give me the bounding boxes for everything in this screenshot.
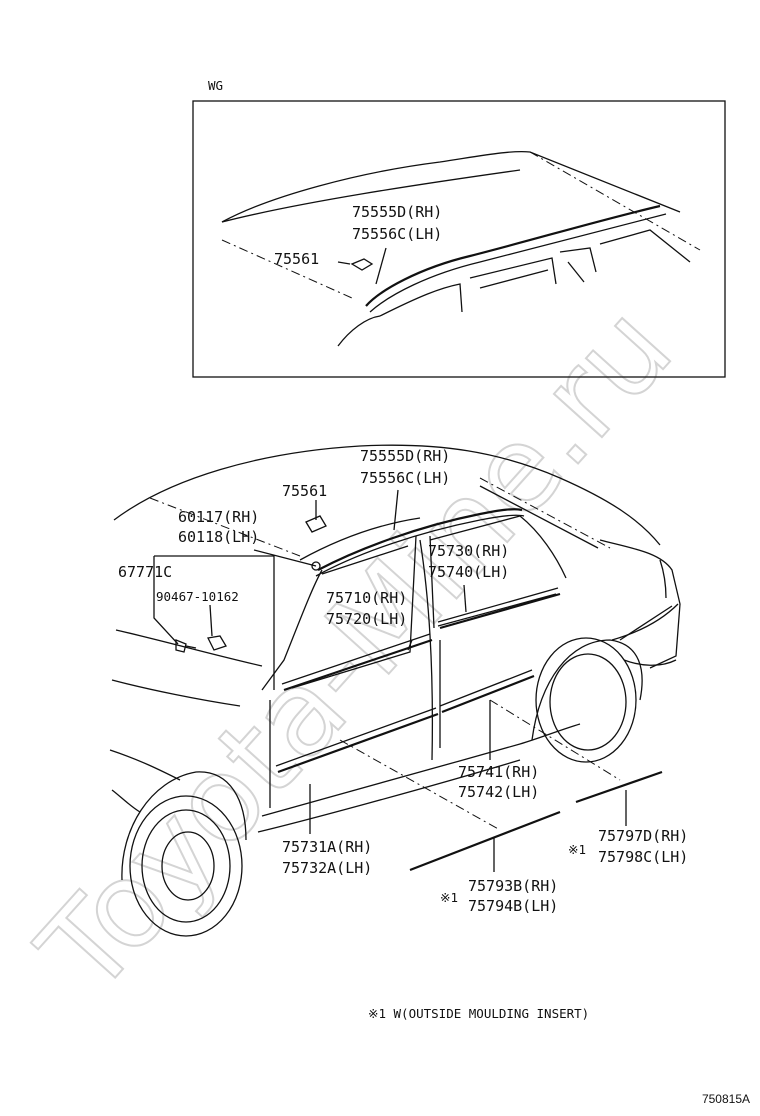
roof-moulding xyxy=(317,508,523,571)
rear-side-moulding xyxy=(441,674,535,714)
insert-front-rh-label: 75793B(RH) xyxy=(468,877,558,895)
part-labels: 75555D(RH) 75556C(LH) 75561 60117(RH) 60… xyxy=(118,447,688,915)
inset-clip-part xyxy=(350,258,374,271)
inset-roof-lh-label: 75556C(LH) xyxy=(352,225,442,243)
front-belt-rh-label: 75710(RH) xyxy=(326,589,407,607)
part-90467-label: 90467-10162 xyxy=(156,589,239,604)
mouldings xyxy=(275,508,663,872)
roof-lh-label: 75556C(LH) xyxy=(360,469,450,487)
figure-id: 750815A xyxy=(701,1092,750,1106)
pillar-rh-label: 60117(RH) xyxy=(178,508,259,526)
insert-front-note-marker: ※1 xyxy=(440,890,458,905)
clip-90467-part xyxy=(207,635,227,651)
rear-side-rh-label: 75741(RH) xyxy=(458,763,539,781)
insert-front-lh-label: 75794B(LH) xyxy=(468,897,558,915)
screw-67771c-part xyxy=(175,639,197,653)
watermark: Toyota-Mine.ru xyxy=(13,280,699,1020)
inset-clip-label: 75561 xyxy=(274,250,319,268)
rear-moulding-insert xyxy=(575,770,663,804)
rear-side-lh-label: 75742(LH) xyxy=(458,783,539,801)
inset-roof-line xyxy=(221,150,681,223)
front-belt-moulding xyxy=(283,638,433,692)
part-67771c-label: 67771C xyxy=(118,563,172,581)
insert-rear-note-marker: ※1 xyxy=(568,842,586,857)
rear-belt-rh-label: 75730(RH) xyxy=(428,542,509,560)
pillar-garnish-part xyxy=(311,561,321,571)
car-body xyxy=(109,444,681,937)
front-belt-lh-label: 75720(LH) xyxy=(326,610,407,628)
rear-belt-lh-label: 75740(LH) xyxy=(428,563,509,581)
inset-frame xyxy=(192,100,726,378)
inset-variant-label: WG xyxy=(208,78,223,93)
insert-rear-rh-label: 75797D(RH) xyxy=(598,827,688,845)
front-moulding-insert xyxy=(409,810,561,872)
insert-rear-lh-label: 75798C(LH) xyxy=(598,848,688,866)
front-wheel xyxy=(121,771,247,937)
clip-75561-part xyxy=(305,515,327,533)
inset-roof-rail xyxy=(365,204,661,307)
front-side-moulding xyxy=(277,712,439,774)
roof-rh-label: 75555D(RH) xyxy=(360,447,450,465)
leader-lines xyxy=(153,485,627,872)
rear-wheel xyxy=(531,637,643,763)
front-side-rh-label: 75731A(RH) xyxy=(282,838,372,856)
footnote: ※1 W(OUTSIDE MOULDING INSERT) xyxy=(368,1006,589,1021)
pillar-lh-label: 60118(LH) xyxy=(178,528,259,546)
inset-roof-rh-label: 75555D(RH) xyxy=(352,203,442,221)
inset-panel: WG 75555D(RH) 75556C(LH) 75561 xyxy=(192,78,726,378)
clip-label: 75561 xyxy=(282,482,327,500)
clip-parts xyxy=(175,515,327,653)
rear-belt-moulding xyxy=(439,592,561,630)
front-side-lh-label: 75732A(LH) xyxy=(282,859,372,877)
